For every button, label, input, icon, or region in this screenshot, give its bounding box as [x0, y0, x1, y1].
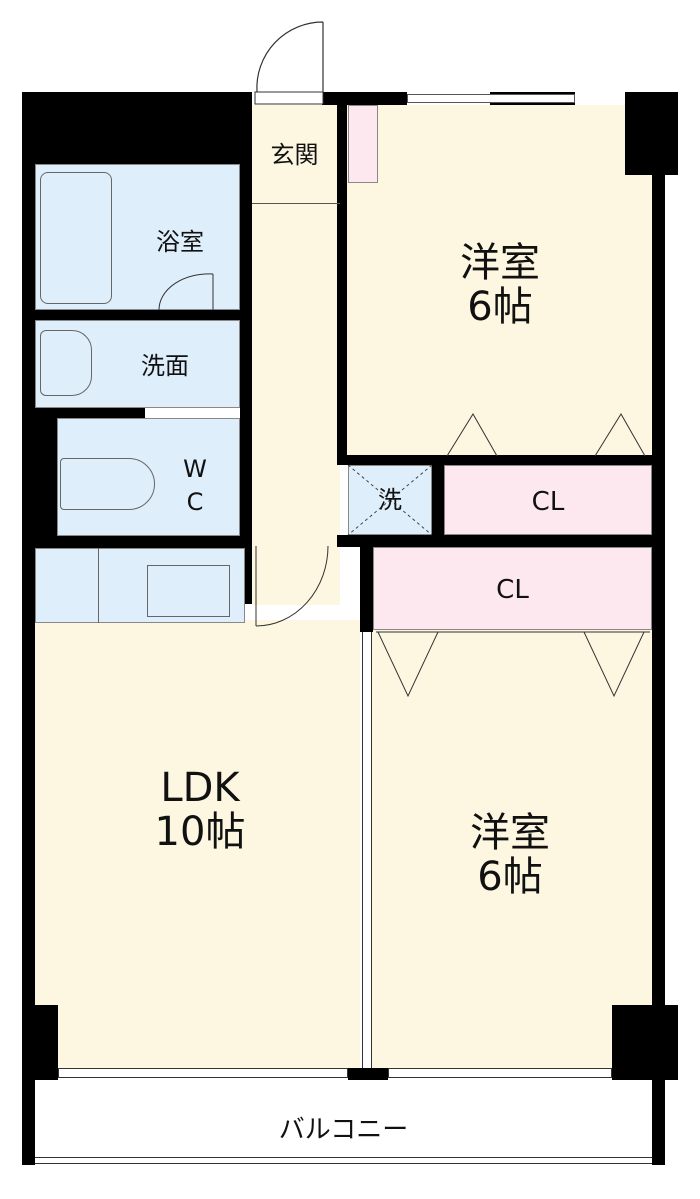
closet-bottom-label: CL [496, 574, 529, 605]
bath-hall-wall [240, 164, 252, 604]
entrance-label: 玄関 [270, 140, 319, 169]
toilet-label-c: C [186, 487, 204, 516]
bedroom-top-floor [345, 105, 653, 457]
closet-divider-wall [337, 535, 652, 547]
washroom-label: 洗面 [141, 351, 189, 380]
toilet-label: W C [170, 448, 220, 523]
closet-top-label: CL [531, 486, 565, 517]
right-outer-wall [652, 92, 665, 1165]
ldk-floor [35, 620, 360, 1070]
balcony-label: バルコニー [278, 1114, 409, 1145]
entrance-door-swing[interactable] [254, 20, 325, 110]
closet-top [444, 465, 652, 535]
balcony-window-right[interactable] [388, 1068, 612, 1078]
toilet-bowl [60, 458, 155, 510]
entrance-hall-floor [252, 105, 340, 605]
ldk-bedroom-sliding-door[interactable] [362, 632, 372, 1070]
laundry-cross [347, 464, 433, 536]
shoe-cabinet [348, 105, 378, 183]
bedroom-bottom-label: 洋室 6帖 [410, 795, 610, 915]
top-wall-right [322, 92, 407, 105]
left-outer-wall [22, 92, 35, 1165]
laundry-closet-wall [337, 455, 652, 465]
closet-top-folding-doors[interactable] [445, 410, 655, 460]
bottom-right-column [612, 1005, 678, 1080]
washroom [35, 320, 240, 408]
top-right-column [625, 92, 678, 175]
bedroom-top-size: 6帖 [467, 284, 533, 330]
bedroom-bottom-size: 6帖 [477, 854, 543, 900]
balcony-window-left[interactable] [58, 1068, 348, 1078]
ldk-label: LDK 10帖 [90, 750, 310, 870]
bedroom-top-name: 洋室 [460, 240, 540, 286]
laundry-label: 洗 [378, 485, 402, 514]
bedroom-bottom-floor [372, 630, 654, 1070]
balcony-rail [35, 1163, 652, 1164]
wc-kitchen-wall [35, 536, 252, 548]
closet-bottom [373, 547, 652, 630]
wash-basin [40, 330, 92, 396]
closet-bottom-folding-doors[interactable] [374, 630, 652, 700]
ldk-name: LDK [160, 765, 240, 811]
bath-wash-wall [35, 310, 240, 320]
bottom-left-column [22, 1005, 58, 1080]
bath-door-swing[interactable] [155, 272, 215, 312]
bathtub [40, 172, 112, 304]
kitchen-sink [147, 565, 230, 617]
top-left-wall-block [22, 92, 252, 164]
ldk-size: 10帖 [154, 809, 246, 855]
bottom-mid-column [348, 1068, 388, 1080]
wc-left-wall [35, 418, 57, 538]
entrance-step-line [252, 203, 340, 204]
ldk-bedroom-partition-top [360, 547, 373, 632]
bath-label: 浴室 [156, 227, 204, 256]
hall-room-wall [337, 105, 347, 465]
toilet-label-w: W [183, 455, 207, 484]
kitchen-counter [35, 548, 245, 623]
wash-wc-wall [35, 408, 145, 418]
window-top [407, 94, 575, 103]
balcony [35, 1080, 652, 1158]
bedroom-top-label: 洋室 6帖 [400, 225, 600, 345]
ldk-door-swing[interactable] [254, 540, 334, 630]
laundry-divider [432, 465, 444, 537]
bedroom-bottom-name: 洋室 [470, 810, 550, 856]
kitchen-divider [98, 548, 99, 623]
